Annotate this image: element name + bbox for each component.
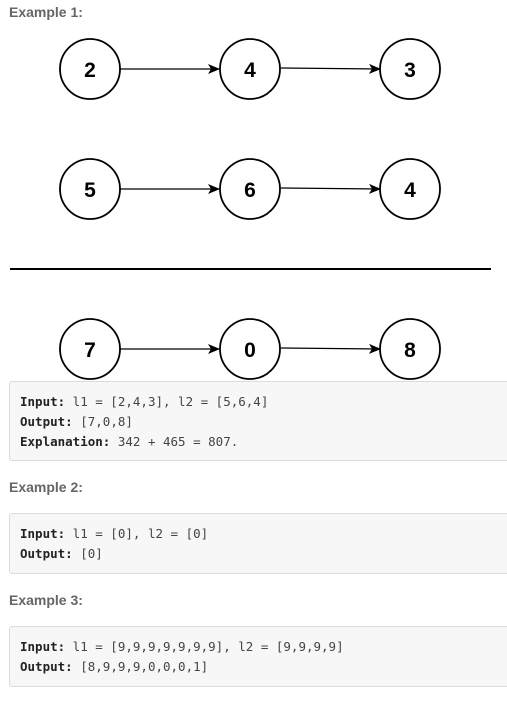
list-node: 6 <box>219 158 281 220</box>
svg-text:5: 5 <box>84 179 96 202</box>
result-row: 7 0 8 <box>59 318 441 380</box>
svg-text:4: 4 <box>404 179 416 202</box>
example-3-code-block: Input: l1 = [9,9,9,9,9,9,9], l2 = [9,9,9… <box>9 626 507 687</box>
arrow-edge <box>280 183 381 194</box>
output-line: Output: [7,0,8] <box>20 414 133 429</box>
list-node: 7 <box>59 318 121 380</box>
svg-text:6: 6 <box>244 179 256 202</box>
list-node: 5 <box>59 158 121 220</box>
example-1-code-block: Input: l1 = [2,4,3], l2 = [5,6,4] Output:… <box>9 381 507 461</box>
list2-row: 5 6 4 <box>59 158 441 220</box>
svg-text:2: 2 <box>84 59 96 82</box>
list-node: 4 <box>219 38 281 100</box>
example-2-code-block: Input: l1 = [0], l2 = [0] Output: [0] <box>9 513 507 574</box>
list-node: 0 <box>219 318 281 380</box>
linked-list-diagram: 2 4 3 5 6 4 7 <box>10 38 491 380</box>
example-1-heading: Example 1: <box>9 4 83 20</box>
list-node: 8 <box>379 318 441 380</box>
output-line: Output: [0] <box>20 546 103 561</box>
arrow-edge <box>280 63 381 74</box>
input-line: Input: l1 = [9,9,9,9,9,9,9], l2 = [9,9,9… <box>20 639 344 654</box>
input-line: Input: l1 = [0], l2 = [0] <box>20 526 209 541</box>
list-node: 4 <box>379 158 441 220</box>
example-3-heading: Example 3: <box>9 592 83 608</box>
output-line: Output: [8,9,9,9,0,0,0,1] <box>20 659 209 674</box>
list-node: 3 <box>379 38 441 100</box>
svg-text:4: 4 <box>244 59 256 82</box>
svg-text:0: 0 <box>244 339 256 362</box>
svg-text:3: 3 <box>404 59 416 82</box>
example-2-heading: Example 2: <box>9 479 83 495</box>
input-line: Input: l1 = [2,4,3], l2 = [5,6,4] <box>20 394 269 409</box>
list-node: 2 <box>59 38 121 100</box>
svg-text:8: 8 <box>404 339 416 362</box>
svg-text:7: 7 <box>84 339 96 362</box>
explanation-line: Explanation: 342 + 465 = 807. <box>20 434 239 449</box>
arrow-edge <box>280 343 381 354</box>
list1-row: 2 4 3 <box>59 38 441 100</box>
